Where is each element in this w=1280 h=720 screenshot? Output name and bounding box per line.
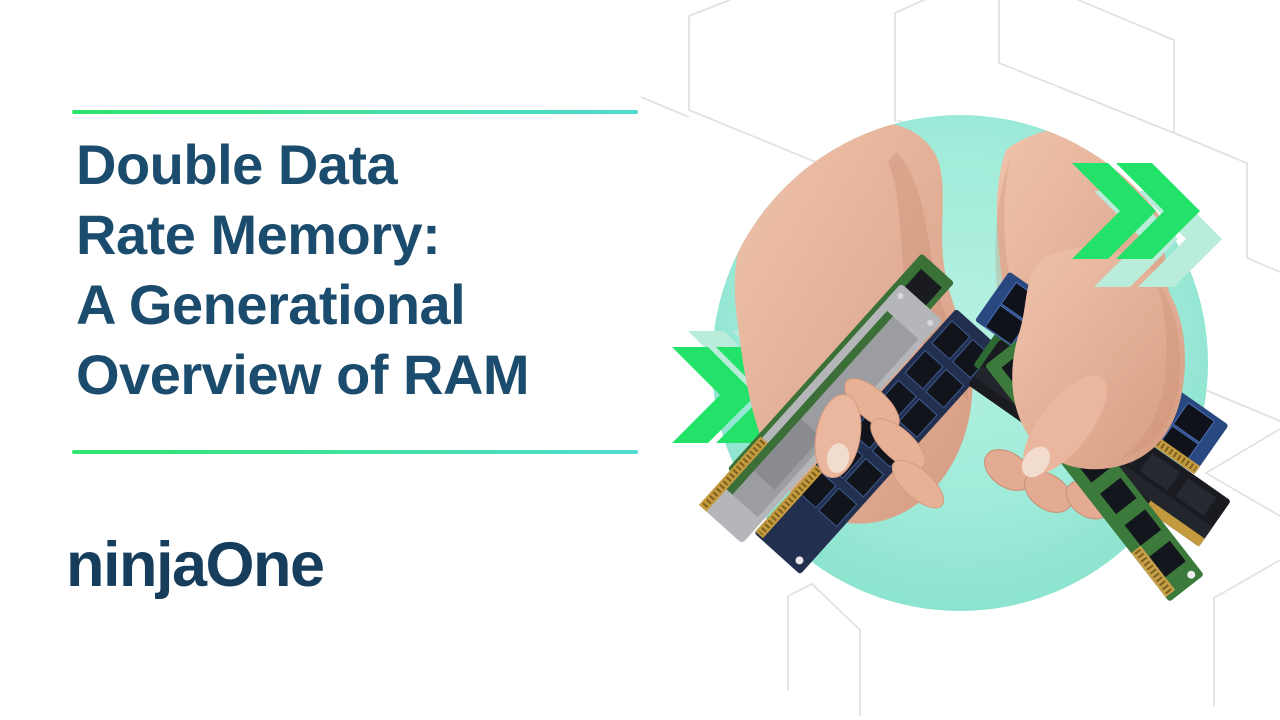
title-line-3: A Generational	[76, 273, 466, 336]
accent-rule-bottom	[72, 450, 638, 454]
right-fingertips	[984, 449, 1111, 520]
accent-rule-top	[72, 110, 638, 114]
right-palm	[1012, 247, 1185, 478]
ram-sticks-left	[698, 254, 1002, 574]
hero-illustration	[640, 0, 1280, 716]
ram-sticks-right	[969, 247, 1230, 601]
page-title: Double Data Rate Memory: A Generational …	[76, 130, 530, 410]
ninjaone-logo: ninjaOne	[66, 530, 325, 600]
title-line-1: Double Data	[76, 133, 398, 196]
title-line-2: Rate Memory:	[76, 203, 441, 266]
title-line-4: Overview of RAM	[76, 343, 530, 406]
left-fingers	[814, 378, 945, 509]
